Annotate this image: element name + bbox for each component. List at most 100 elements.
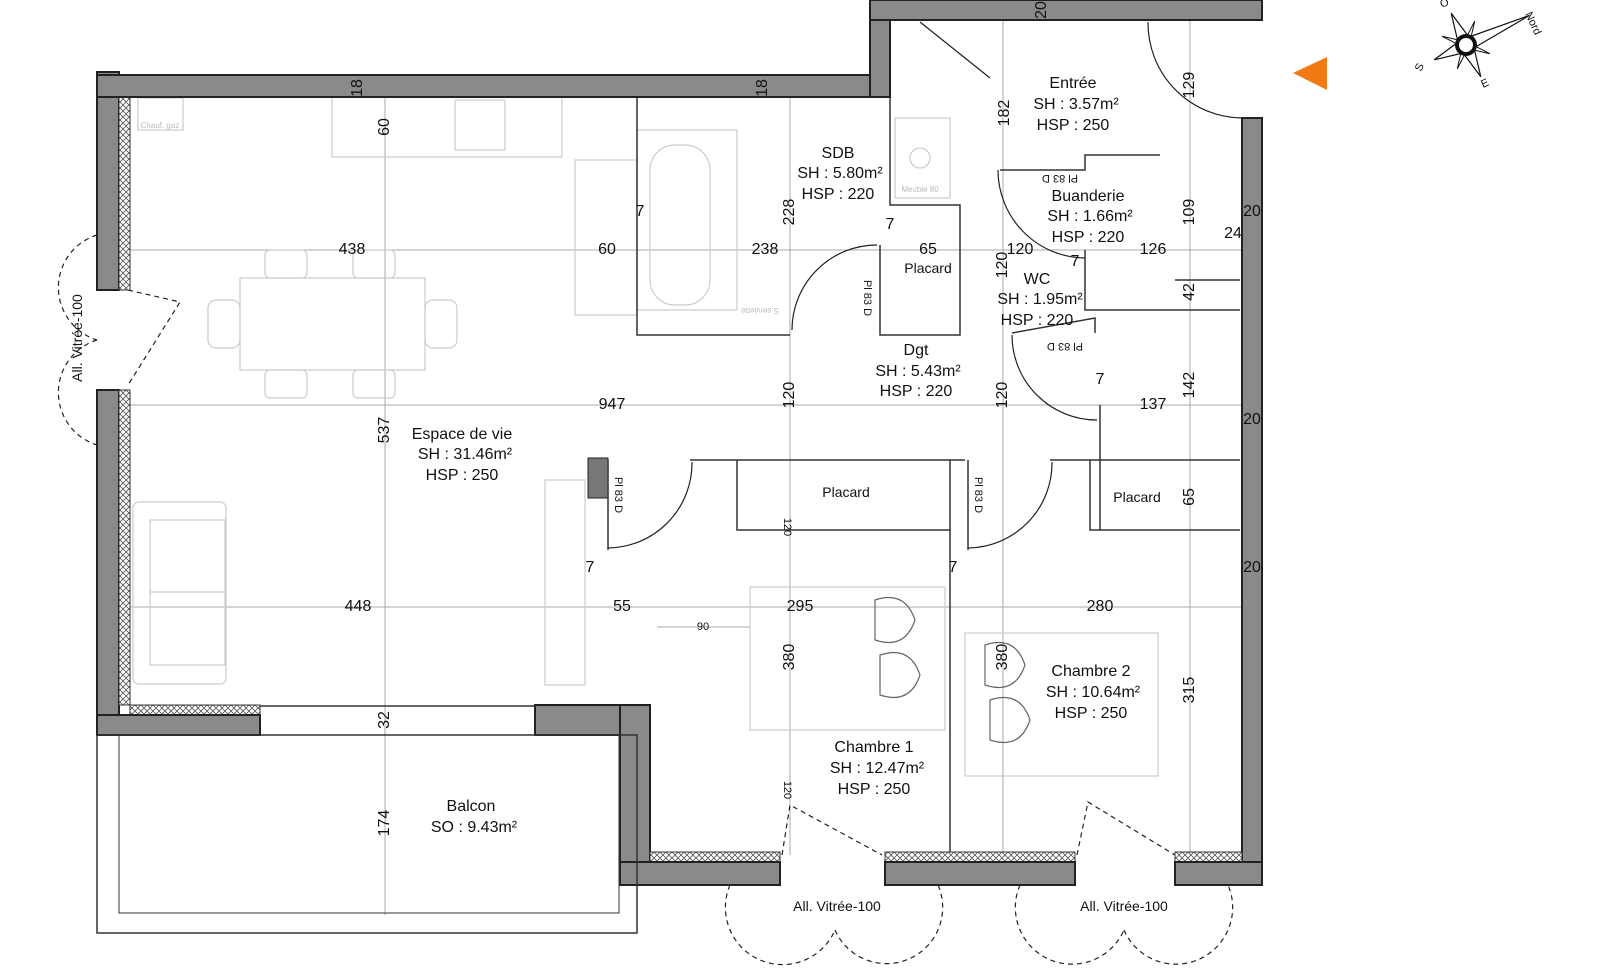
dimension-label: 60	[376, 118, 393, 136]
door-label: Pl 83 D	[1042, 172, 1078, 184]
dimension-label: 60	[598, 241, 616, 258]
room-height: HSP : 250	[1037, 117, 1110, 134]
room-name: Chambre 2	[1051, 663, 1130, 680]
dimension-label: 126	[1140, 241, 1167, 258]
dimension-label: 65	[919, 241, 937, 258]
placard-label: Placard	[904, 260, 951, 276]
dimension-label: 380	[781, 644, 798, 671]
door-label: Pl 83 D	[1047, 340, 1083, 352]
dimension-label: 174	[376, 810, 393, 837]
door-label: Pl 83 D	[972, 477, 984, 513]
dimension-label: 315	[1181, 677, 1198, 704]
dimension-label: 280	[1087, 598, 1114, 615]
dimension-label: 90	[697, 621, 709, 633]
entry-arrow-icon	[1293, 57, 1327, 90]
dimension-label: 380	[994, 644, 1011, 671]
dimension-labels: 18 18 60 438 60 238 228 65 120 126 182 1…	[339, 1, 1261, 836]
room-height: HSP : 250	[1055, 705, 1128, 722]
room-chambre-2: Chambre 2 SH : 10.64m² HSP : 250	[1046, 663, 1141, 722]
room-area: SH : 12.47m²	[830, 760, 925, 777]
compass-east: E	[1479, 77, 1491, 91]
room-name: WC	[1024, 271, 1051, 288]
dimension-label: 120	[781, 382, 798, 409]
room-espace-de-vie: Espace de vie SH : 31.46m² HSP : 250	[412, 426, 513, 484]
room-height: HSP : 250	[838, 781, 911, 798]
dimension-label: 20	[1033, 1, 1050, 19]
dimension-label: 18	[754, 79, 771, 97]
dimension-label: 7	[636, 203, 645, 220]
placard-label: Placard	[1113, 489, 1160, 505]
dimension-label: 137	[1140, 396, 1167, 413]
doors	[57, 21, 1243, 966]
room-height: HSP : 220	[802, 186, 875, 203]
furniture: Chauf. gaz S.serviette Meuble 80	[132, 96, 1159, 777]
room-area: SH : 3.57m²	[1033, 96, 1119, 113]
room-area: SH : 10.64m²	[1046, 684, 1141, 701]
dimension-label: 129	[1181, 72, 1198, 99]
fixture-label: S.serviette	[741, 306, 779, 315]
dimension-label: 120	[781, 781, 793, 799]
dimension-label: 120	[994, 382, 1011, 409]
dimension-label: 238	[752, 241, 779, 258]
room-name: Buanderie	[1052, 188, 1125, 205]
dimension-label: 120	[1007, 241, 1034, 258]
room-area: SO : 9.43m²	[431, 819, 518, 836]
dimension-label: 24	[1224, 225, 1242, 242]
room-balcon: Balcon SO : 9.43m²	[431, 798, 518, 836]
door-label: Pl 83 D	[612, 477, 624, 513]
dimension-label: 7	[1096, 371, 1105, 388]
room-sdb: SDB SH : 5.80m² HSP : 220	[797, 145, 883, 203]
dimension-label: 438	[339, 241, 366, 258]
dimension-label: 120	[781, 518, 793, 536]
dimension-label: 7	[886, 216, 895, 233]
interior-walls	[587, 97, 1240, 855]
dimension-label: 228	[781, 199, 798, 226]
room-area: SH : 5.80m²	[797, 165, 883, 182]
dimension-label: 109	[1181, 199, 1198, 226]
dimension-label: 7	[586, 559, 595, 576]
dimension-label: 42	[1181, 283, 1198, 301]
dimension-label: 7	[1071, 253, 1080, 270]
dimension-label: 7	[949, 559, 958, 576]
room-height: HSP : 220	[1001, 312, 1074, 329]
fixture-label: Meuble 80	[901, 185, 939, 194]
room-name: SDB	[822, 145, 855, 162]
dimension-label: 295	[787, 598, 814, 615]
room-buanderie: Buanderie SH : 1.66m² HSP : 220	[1047, 188, 1133, 246]
fixture-label: Chauf. gaz	[141, 121, 180, 130]
room-name: Chambre 1	[834, 739, 913, 756]
dimension-label: 537	[376, 417, 393, 444]
window-label: All. Vitrée-100	[69, 294, 85, 382]
room-dgt: Dgt SH : 5.43m² HSP : 220	[875, 342, 961, 400]
dimension-label: 20	[1243, 203, 1261, 220]
room-height: HSP : 250	[426, 467, 499, 484]
compass-north: Nord	[1522, 10, 1543, 37]
exterior-walls	[96, 0, 1263, 934]
room-wc: WC SH : 1.95m² HSP : 220	[997, 271, 1083, 329]
dimension-lines	[130, 20, 1242, 915]
room-name: Espace de vie	[412, 426, 513, 443]
compass-rose-icon	[1433, 12, 1530, 78]
door-label: Pl 83 D	[861, 280, 873, 316]
room-area: SH : 1.95m²	[997, 291, 1083, 308]
window-label: All. Vitrée-100	[1080, 898, 1168, 914]
dimension-label: 32	[376, 711, 393, 729]
room-chambre-1: Chambre 1 SH : 12.47m² HSP : 250	[830, 739, 925, 798]
room-entree: Entrée SH : 3.57m² HSP : 250	[1033, 75, 1119, 134]
dimension-label: 20	[1243, 559, 1261, 576]
room-name: Entrée	[1049, 75, 1096, 92]
dimension-label: 142	[1181, 372, 1198, 399]
window-label: All. Vitrée-100	[793, 898, 881, 914]
dimension-label: 120	[994, 252, 1011, 279]
dimension-label: 55	[613, 598, 631, 615]
dimension-label: 18	[349, 79, 366, 97]
compass-west: O	[1438, 0, 1451, 11]
room-labels: Entrée SH : 3.57m² HSP : 250 SDB SH : 5.…	[69, 75, 1168, 914]
dimension-label: 65	[1181, 488, 1198, 506]
dimension-label: 947	[599, 396, 626, 413]
room-height: HSP : 220	[1052, 229, 1125, 246]
room-area: SH : 1.66m²	[1047, 208, 1133, 225]
placard-label: Placard	[822, 484, 869, 500]
room-height: HSP : 220	[880, 383, 953, 400]
dimension-label: 182	[996, 100, 1013, 127]
